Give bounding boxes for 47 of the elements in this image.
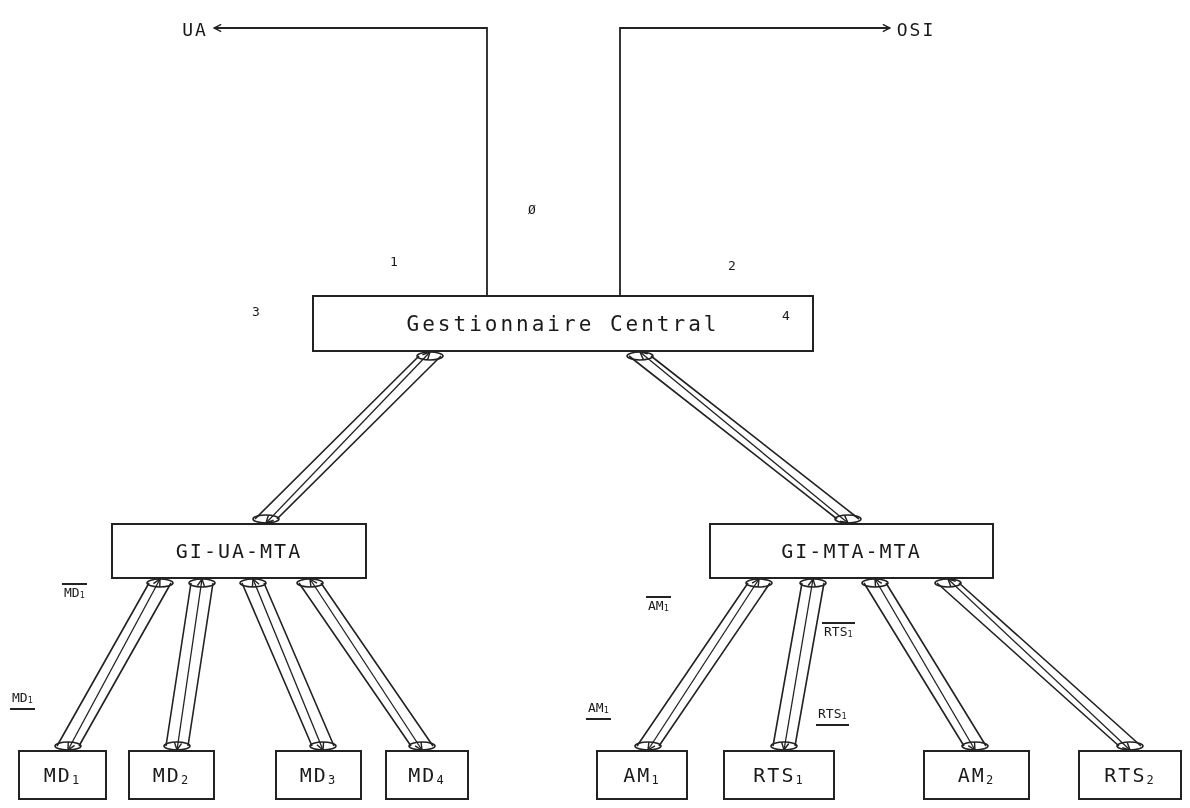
box-label: MD$_{4}$ (408, 763, 446, 787)
pipe-number: 3 (251, 304, 261, 319)
pipe-number: 4 (781, 308, 791, 323)
pipe-connector (934, 578, 1144, 751)
arrow (213, 23, 488, 296)
box-label: MD$_{2}$ (152, 763, 191, 787)
pipe-number: 1 (389, 254, 399, 269)
channel-label: MD$_{1}$ (10, 690, 35, 710)
arrow (619, 23, 891, 296)
pipe-number: Ø (527, 202, 537, 217)
process-box (111, 523, 367, 579)
box-label: OSI (896, 18, 936, 40)
process-box (923, 750, 1030, 800)
pipe-connector (296, 578, 436, 751)
box-label: GI-MTA-MTA (781, 539, 922, 563)
process-box (1078, 750, 1182, 800)
pipe-connector (861, 578, 989, 751)
channel-label: AM$_{1}$ (586, 700, 611, 720)
pipe-connector (634, 578, 773, 751)
box-label: AM$_{1}$ (623, 763, 661, 787)
process-box (723, 750, 835, 800)
pipe-connector (252, 351, 444, 524)
pipe-number: 2 (727, 258, 737, 273)
channel-label: RTS$_{1}$ (822, 622, 855, 642)
box-label: MD$_{3}$ (299, 763, 338, 787)
box-label: UA (182, 18, 208, 40)
box-label: MD$_{1}$ (43, 763, 82, 787)
box-label: GI-UA-MTA (175, 539, 303, 563)
box-label: RTS$_{1}$ (753, 763, 805, 787)
channel-label: MD$_{1}$ (62, 583, 87, 603)
box-label: AM$_{2}$ (957, 763, 996, 787)
channel-label: AM$_{1}$ (646, 596, 671, 616)
pipe-connector (54, 578, 174, 751)
process-box (275, 750, 362, 800)
process-box (18, 750, 107, 800)
channel-label: RTS$_{1}$ (816, 706, 849, 726)
box-label: RTS$_{2}$ (1104, 763, 1156, 787)
process-box (128, 750, 215, 800)
pipe-connector (626, 351, 862, 524)
pipe-connector (770, 578, 827, 751)
process-box (596, 750, 688, 800)
process-box (385, 750, 469, 800)
box-label: Gestionnaire Central (406, 311, 720, 336)
process-box (312, 295, 814, 352)
pipe-connector (239, 578, 337, 751)
process-box (709, 523, 994, 579)
pipe-connector (163, 578, 216, 751)
